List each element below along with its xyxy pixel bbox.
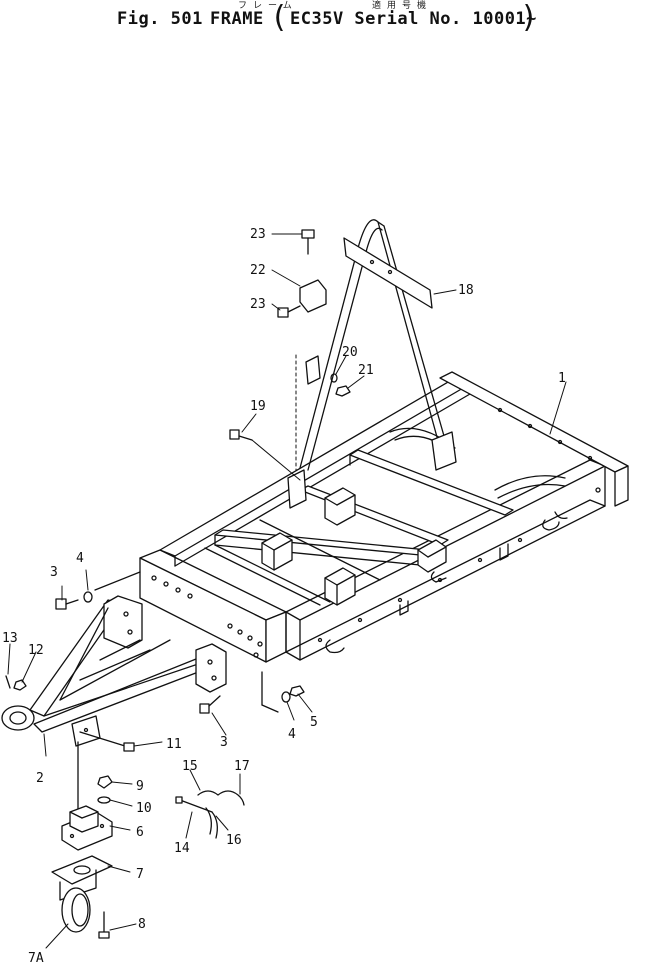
label-3a: 3 bbox=[50, 565, 58, 580]
caster-assembly bbox=[51, 741, 113, 939]
leader-lines bbox=[7, 233, 567, 949]
label-1: 1 bbox=[558, 371, 566, 386]
japanese-serial-caption: 適用号機 bbox=[372, 1, 433, 11]
label-10: 10 bbox=[136, 801, 152, 816]
header: フレーム 適用号機 Fig. 501 FRAME ( EC35V Serial … bbox=[0, 0, 654, 40]
tow-bar bbox=[1, 595, 227, 747]
close-paren: ) bbox=[520, 0, 539, 35]
label-8: 8 bbox=[138, 917, 146, 932]
label-21: 21 bbox=[358, 363, 374, 378]
label-9: 9 bbox=[136, 779, 144, 794]
label-20: 20 bbox=[342, 345, 358, 360]
hardware bbox=[5, 229, 351, 839]
label-23b: 23 bbox=[250, 297, 266, 312]
label-14: 14 bbox=[174, 841, 190, 856]
serial-range: EC35V Serial No. 10001~ bbox=[290, 9, 537, 29]
label-12: 12 bbox=[28, 643, 44, 658]
label-23a: 23 bbox=[250, 227, 266, 242]
label-3b: 3 bbox=[220, 735, 228, 750]
handle bbox=[287, 219, 457, 509]
label-19: 19 bbox=[250, 399, 266, 414]
label-6: 6 bbox=[136, 825, 144, 840]
main-frame bbox=[139, 371, 629, 713]
label-16: 16 bbox=[226, 833, 242, 848]
figure-number: Fig. 501 bbox=[117, 9, 203, 29]
japanese-title: フレーム bbox=[238, 1, 298, 11]
label-18: 18 bbox=[458, 283, 474, 298]
label-7a: 7A bbox=[28, 951, 44, 966]
label-5: 5 bbox=[310, 715, 318, 730]
label-22: 22 bbox=[250, 263, 266, 278]
figure-name: FRAME bbox=[210, 9, 264, 29]
part-labels: 1 2 3 3 4 4 5 6 7 7A 8 9 10 11 12 13 14 … bbox=[2, 227, 566, 966]
label-2: 2 bbox=[36, 771, 44, 786]
open-paren: ( bbox=[270, 0, 289, 35]
label-17: 17 bbox=[234, 759, 250, 774]
label-11: 11 bbox=[166, 737, 182, 752]
label-13: 13 bbox=[2, 631, 18, 646]
label-4b: 4 bbox=[288, 727, 296, 742]
label-7: 7 bbox=[136, 867, 144, 882]
label-15: 15 bbox=[182, 759, 198, 774]
label-4a: 4 bbox=[76, 551, 84, 566]
